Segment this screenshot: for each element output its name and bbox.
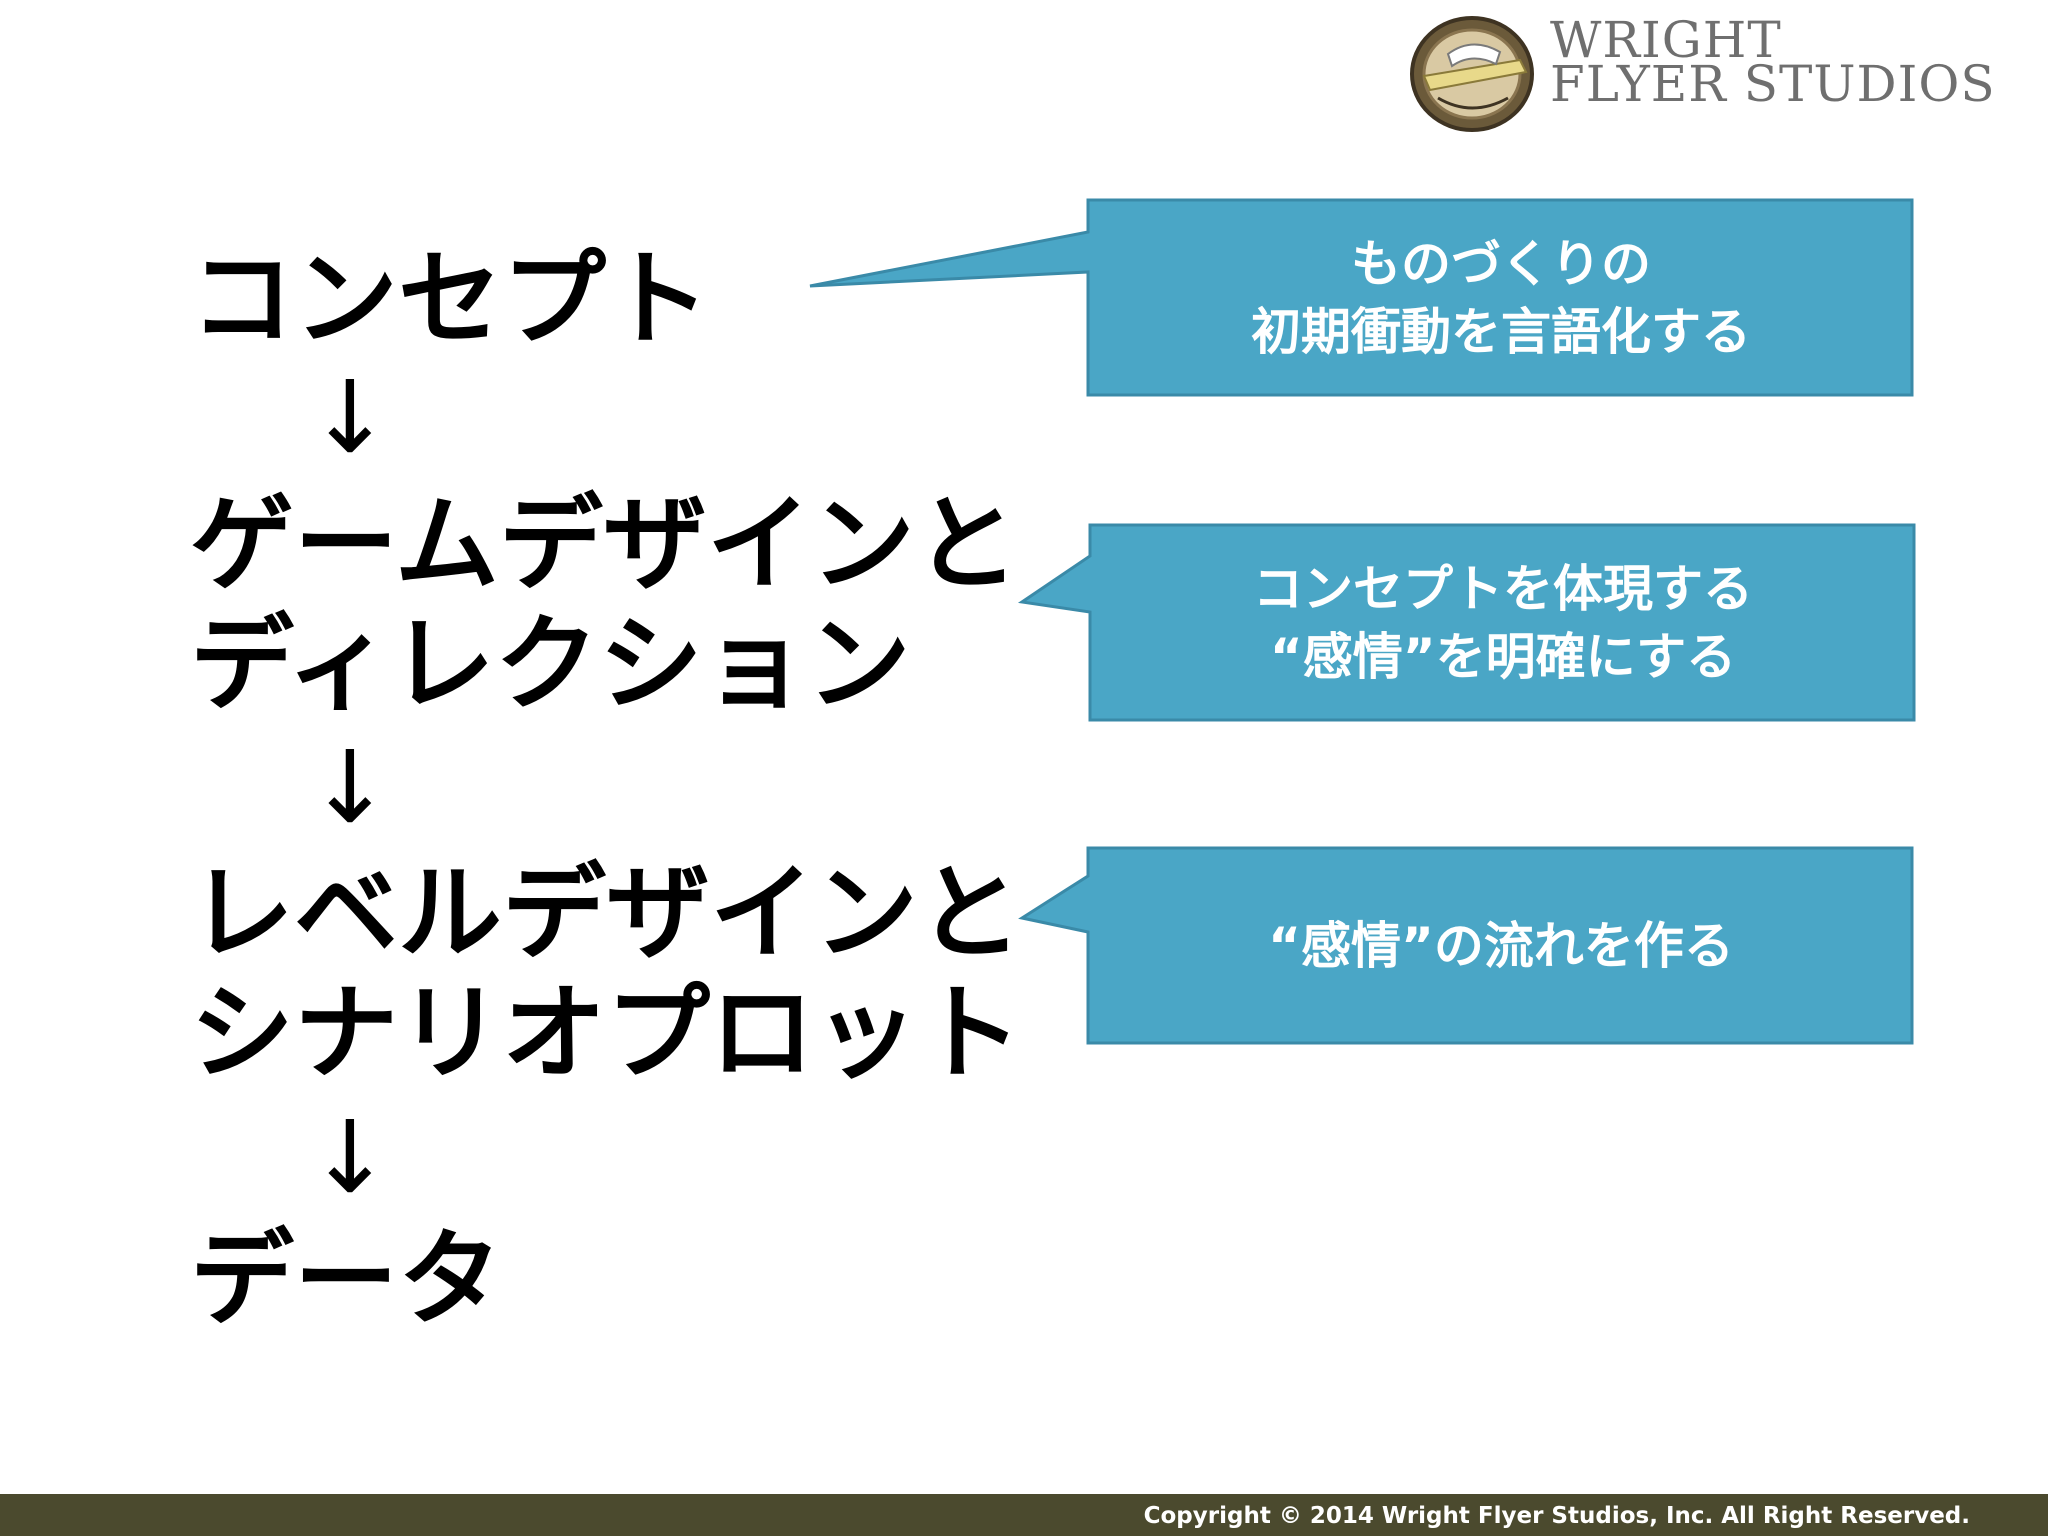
- callout-3: “感情”の流れを作る: [1090, 858, 1912, 1034]
- down-arrow-icon: ↓: [308, 1099, 392, 1216]
- footer-bar: Copyright © 2014 Wright Flyer Studios, I…: [0, 1494, 2048, 1536]
- callout-3-line-1: “感情”の流れを作る: [1268, 917, 1734, 975]
- callout-1: ものづくりの 初期衝動を言語化する: [1090, 210, 1912, 386]
- callout-2-line-1: コンセプトを体現する: [1253, 560, 1753, 618]
- copyright-text: Copyright © 2014 Wright Flyer Studios, I…: [1143, 1503, 1970, 1529]
- step-game-design-line-1: ゲームデザインと: [190, 483, 1019, 605]
- step-concept: コンセプト: [190, 238, 711, 360]
- callout-2: コンセプトを体現する “感情”を明確にする: [1092, 535, 1914, 711]
- step-data: データ: [190, 1218, 503, 1340]
- down-arrow-icon: ↓: [308, 729, 392, 846]
- logo-line-1: WRIGHT: [1550, 11, 1782, 69]
- logo-seal-icon: [1410, 16, 1534, 132]
- step-level-design-line-2: シナリオプロット: [190, 972, 1023, 1094]
- company-logo: WRIGHT FLYER STUDIOS: [1408, 14, 2028, 134]
- callout-2-line-2: “感情”を明確にする: [1269, 628, 1737, 686]
- logo-wordmark: WRIGHT FLYER STUDIOS: [1550, 11, 1996, 113]
- callout-1-line-1: ものづくりの: [1351, 235, 1651, 293]
- logo-line-2: FLYER STUDIOS: [1550, 55, 1996, 113]
- callout-1-line-2: 初期衝動を言語化する: [1251, 303, 1751, 361]
- step-game-design-line-2: ディレクション: [190, 603, 911, 725]
- step-level-design-line-1: レベルデザインと: [190, 852, 1023, 974]
- down-arrow-icon: ↓: [308, 359, 392, 476]
